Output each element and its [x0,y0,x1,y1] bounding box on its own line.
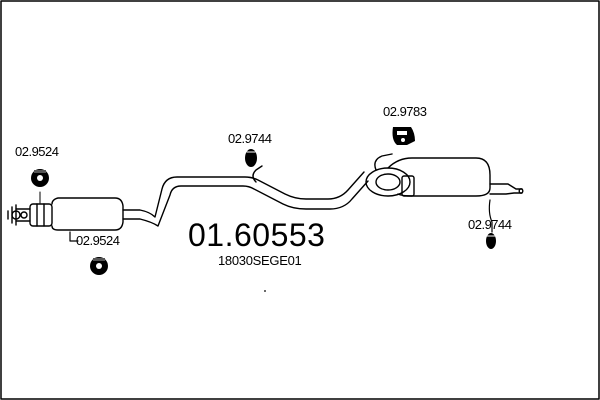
hanger-part-9744-rear [486,233,496,249]
label-part-9524-top: 02.9524 [15,144,59,159]
leader-9524-bottom [69,231,79,242]
middle-pipe [122,171,369,227]
oem-reference-number: 18030SEGE01 [218,253,302,268]
stray-dot [264,290,266,292]
tail-pipe [489,183,523,195]
hanger-part-9783 [392,127,415,145]
label-part-9744-middle: 02.9744 [228,131,272,146]
rear-silencer [365,157,491,197]
tail-pipe-tip [518,188,524,194]
rear-hanger-tab [488,199,493,233]
hanger-part-9524-top [31,169,49,187]
label-part-9524-bottom: 02.9524 [76,233,120,248]
label-part-9744-rear: 02.9744 [468,217,512,232]
hanger-part-9524-bottom [90,257,108,275]
front-flange [7,204,31,226]
front-silencer [29,197,124,231]
hanger-part-9744-middle [245,149,257,167]
hanger-hook-rear [374,153,393,171]
hanger-hook-middle [252,165,263,183]
main-part-number: 01.60553 [188,217,326,253]
label-part-9783: 02.9783 [383,104,427,119]
